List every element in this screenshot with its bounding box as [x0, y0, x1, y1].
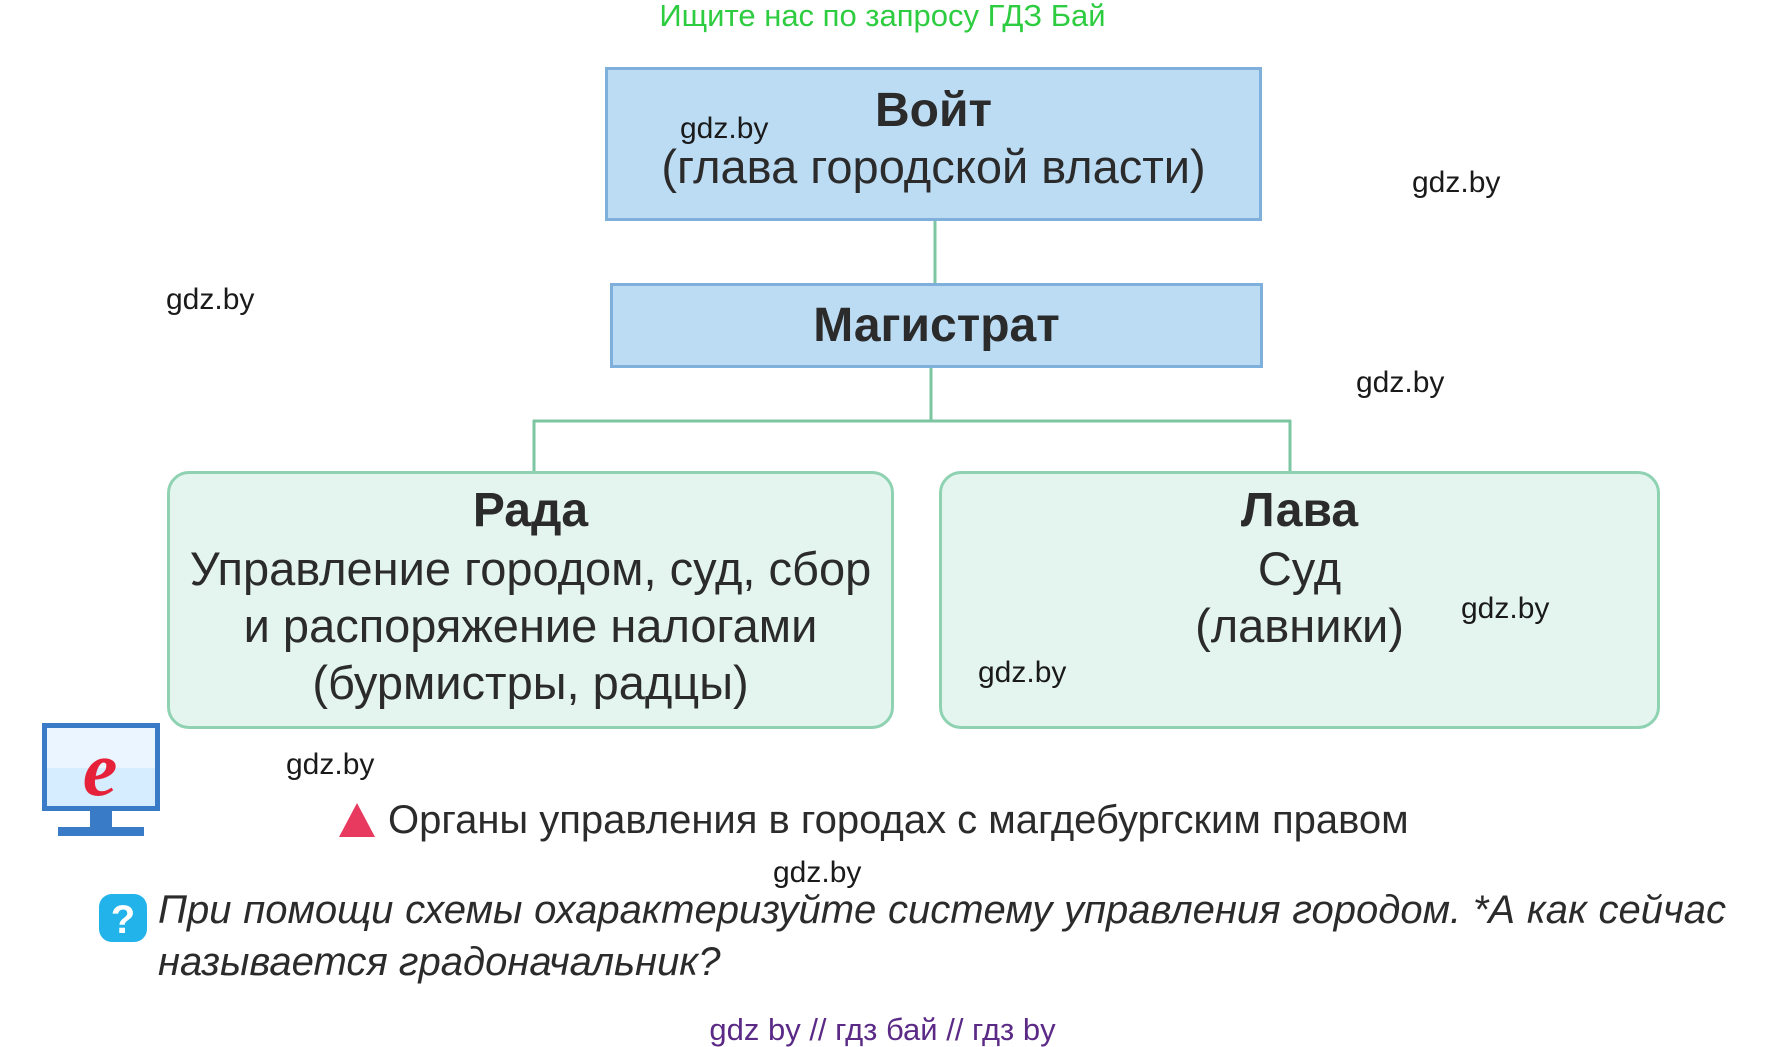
lava-line: Суд — [1257, 542, 1342, 595]
watermark: gdz.by — [978, 656, 1067, 689]
caption-text: Органы управления в городах с магдебургс… — [388, 797, 1409, 842]
watermark: gdz.by — [166, 283, 255, 316]
question-mark-icon: ? — [99, 894, 147, 942]
rada-title: Рада — [472, 484, 589, 537]
figure-caption: Органы управления в городах с магдебургс… — [338, 795, 1409, 845]
voit-subtitle: (глава городской власти) — [661, 140, 1206, 193]
top-banner: Ищите нас по запросу ГДЗ Бай — [659, 0, 1106, 33]
rada-line: (бурмистры, радцы) — [312, 656, 749, 709]
question-text: При помощи схемы охарактеризуйте систему… — [158, 888, 1726, 984]
e-monitor-icon: e — [42, 723, 160, 836]
lava-line: (лавники) — [1195, 599, 1404, 652]
rada-box: Рада Управление городом, суд, сбор и рас… — [167, 471, 894, 729]
voit-title: Войт — [875, 84, 992, 137]
magistrat-title: Магистрат — [813, 299, 1060, 352]
magistrat-box: Магистрат — [610, 283, 1263, 368]
footer-watermark: gdz by // гдз бай // гдз by — [709, 1012, 1056, 1047]
lava-box: Лава Суд (лавники) — [939, 471, 1660, 729]
watermark: gdz.by — [1461, 592, 1550, 625]
watermark: gdz.by — [286, 748, 375, 781]
watermark: gdz.by — [680, 112, 769, 145]
svg-text:e: e — [83, 725, 118, 812]
watermark: gdz.by — [1356, 366, 1445, 399]
voit-box: Войт (глава городской власти) — [605, 67, 1262, 221]
watermark: gdz.by — [1412, 166, 1501, 199]
rada-line: и распоряжение налогами — [243, 599, 818, 652]
svg-text:?: ? — [111, 898, 135, 942]
red-triangle-icon — [339, 803, 375, 837]
lava-title: Лава — [1240, 484, 1359, 537]
watermark: gdz.by — [773, 856, 862, 889]
rada-line: Управление городом, суд, сбор — [189, 542, 872, 595]
